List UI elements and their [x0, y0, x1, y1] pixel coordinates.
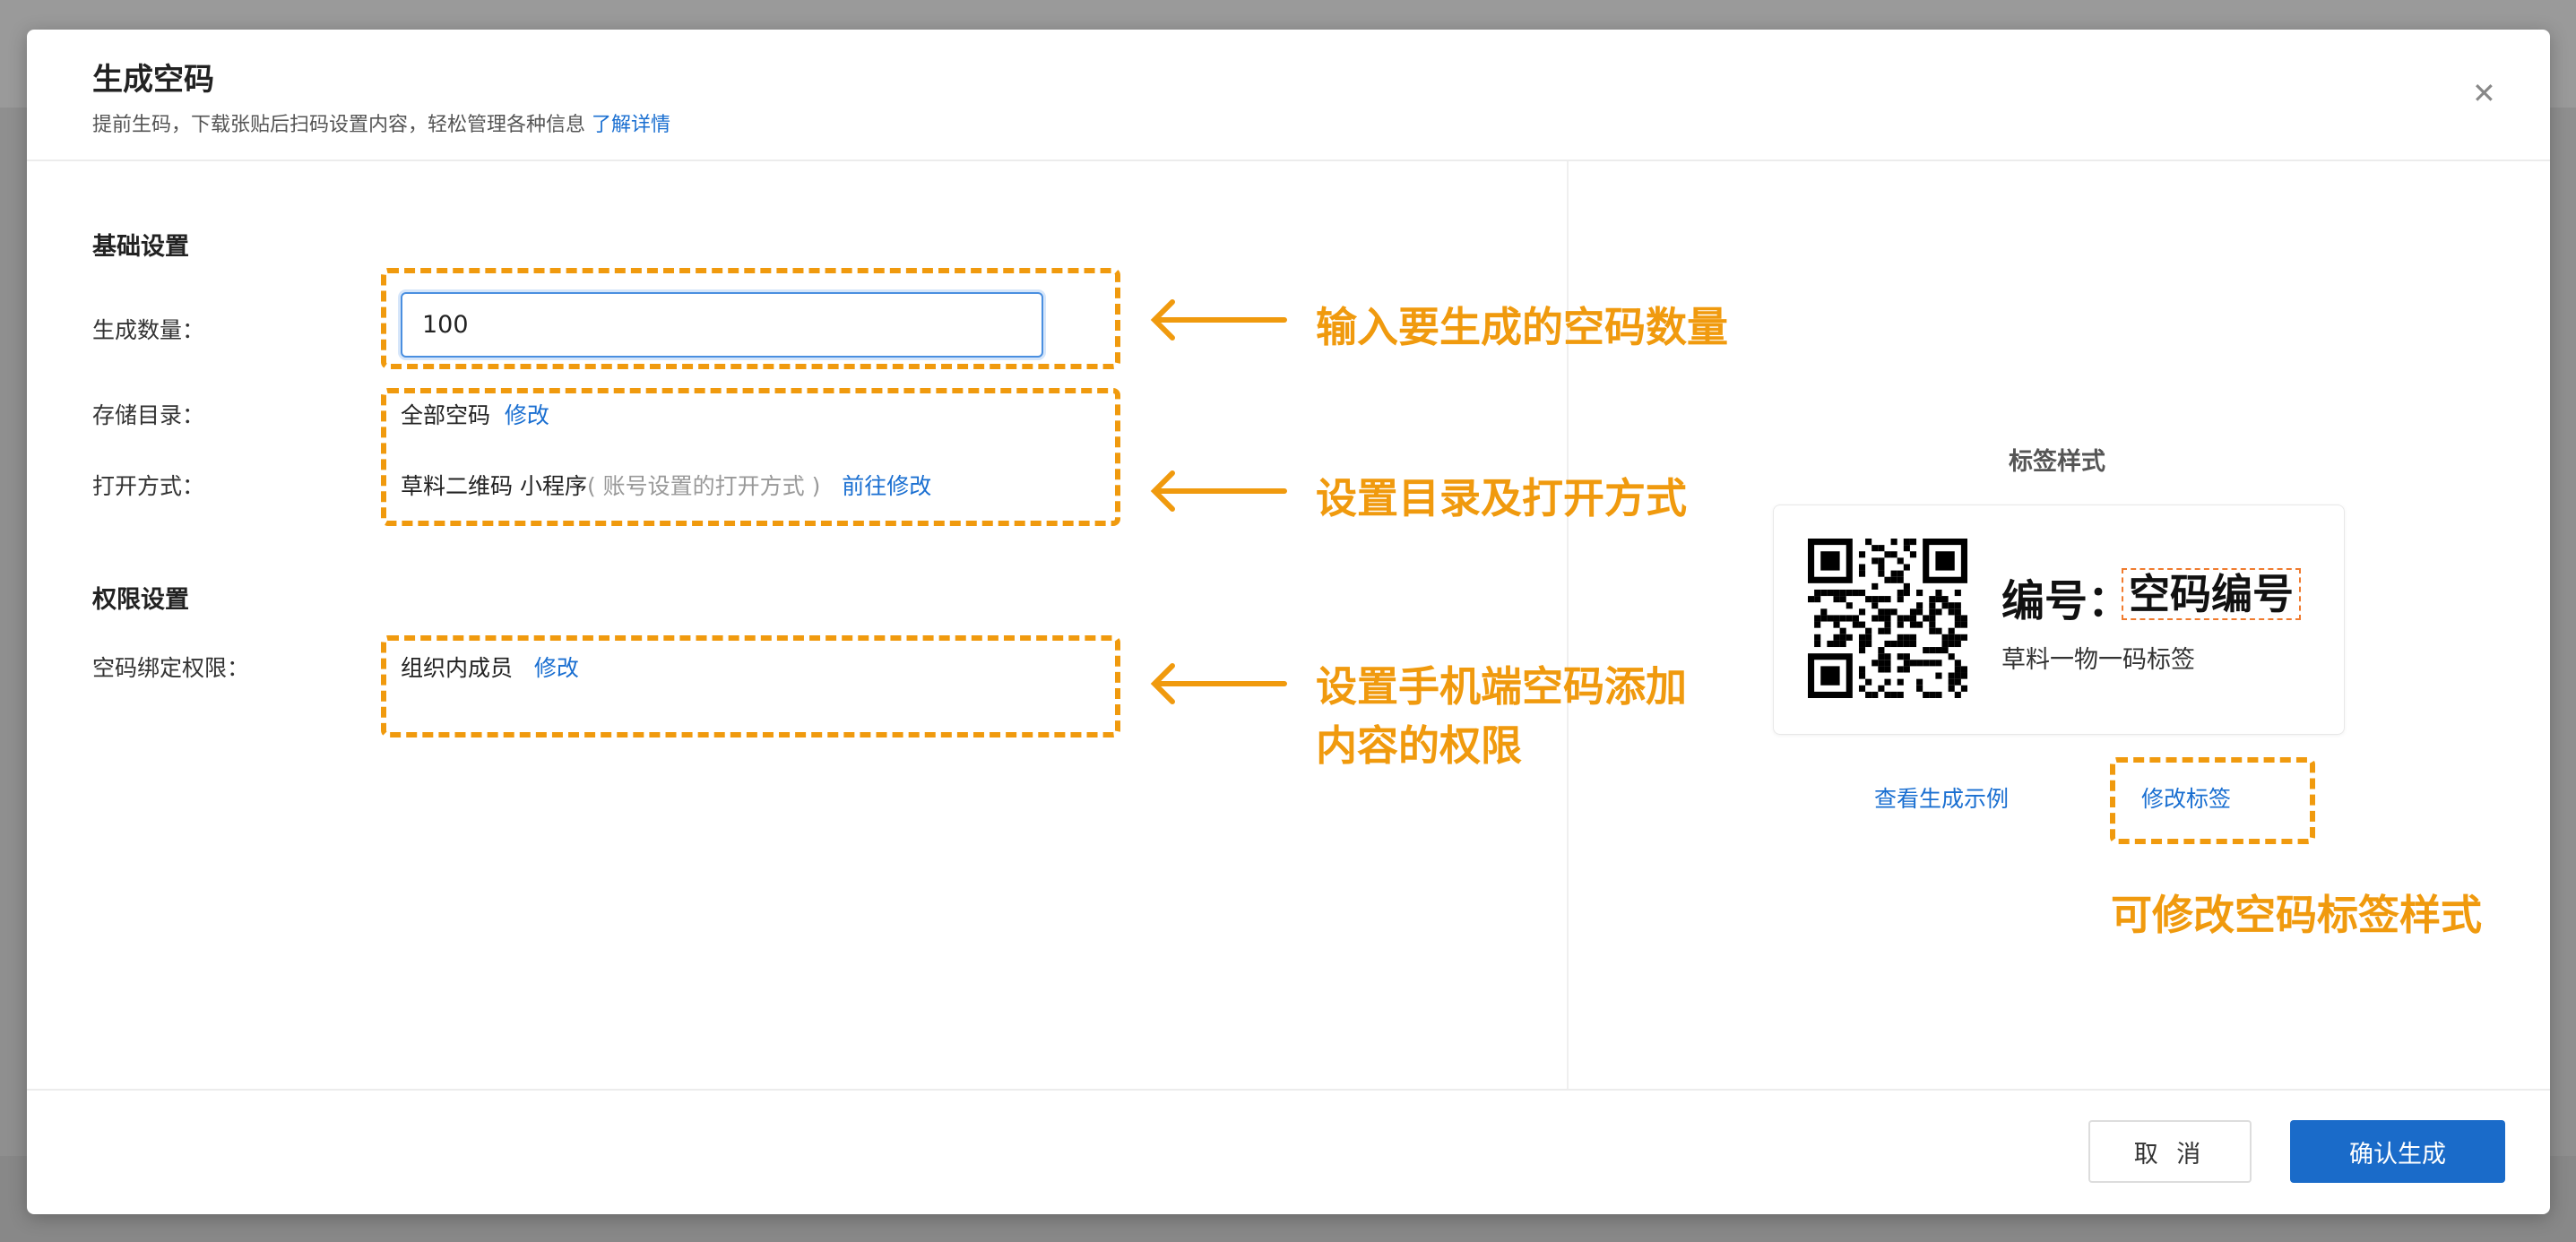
directory-label: 存储目录： — [92, 402, 205, 428]
dialog-title: 生成空码 — [92, 62, 214, 98]
directory-value-row: 全部空码 修改 — [401, 398, 549, 430]
basic-settings-title: 基础设置 — [92, 233, 189, 261]
quantity-label: 生成数量： — [92, 317, 205, 343]
annotation-box-directory — [381, 388, 1120, 526]
header-divider — [27, 160, 2550, 161]
panel-divider — [1567, 161, 1569, 1089]
learn-more-link[interactable]: 了解详情 — [592, 114, 671, 136]
open-method-label: 打开方式： — [92, 473, 205, 499]
annotation-directory: 设置目录及打开方式 — [1316, 474, 1687, 522]
open-method-row: 草料二维码 小程序( 账号设置的打开方式 ) 前往修改 — [401, 469, 931, 501]
arrow-left-icon — [1150, 470, 1287, 512]
bind-permission-edit-link[interactable]: 修改 — [533, 655, 579, 681]
subtitle-text: 提前生码，下载张贴后扫码设置内容，轻松管理各种信息 — [92, 114, 586, 136]
bind-permission-row: 组织内成员 修改 — [401, 651, 579, 683]
bind-permission-value: 组织内成员 — [401, 655, 514, 681]
label-preview-card: 编号： 空码编号 草料一物一码标签 — [1773, 505, 2345, 735]
annotation-permission-2: 内容的权限 — [1316, 721, 1522, 770]
arrow-left-icon — [1150, 299, 1287, 341]
open-method-hint: ( 账号设置的打开方式 ) — [586, 473, 821, 499]
qr-code-icon — [1808, 539, 1967, 698]
footer-divider — [27, 1089, 2550, 1091]
directory-value: 全部空码 — [401, 402, 491, 428]
annotation-quantity: 输入要生成的空码数量 — [1316, 303, 1728, 351]
label-number-prefix: 编号： — [2001, 576, 2131, 626]
label-style-title: 标签样式 — [2009, 448, 2105, 476]
cancel-button[interactable]: 取 消 — [2088, 1120, 2252, 1183]
edit-label-link[interactable]: 修改标签 — [2141, 786, 2232, 812]
directory-edit-link[interactable]: 修改 — [504, 402, 549, 428]
annotation-label: 可修改空码标签样式 — [2111, 891, 2482, 939]
confirm-generate-button[interactable]: 确认生成 — [2290, 1120, 2505, 1183]
arrow-left-icon — [1150, 663, 1287, 704]
bind-permission-label: 空码绑定权限： — [92, 655, 250, 681]
view-example-link[interactable]: 查看生成示例 — [1874, 786, 2010, 812]
generate-blank-code-dialog: 生成空码 提前生码，下载张贴后扫码设置内容，轻松管理各种信息 了解详情 ✕ 基础… — [27, 30, 2550, 1214]
open-method-value: 草料二维码 小程序 — [401, 473, 587, 499]
permission-settings-title: 权限设置 — [92, 586, 189, 614]
annotation-box-permission — [381, 635, 1120, 737]
annotation-permission-1: 设置手机端空码添加 — [1316, 662, 1687, 711]
open-method-edit-link[interactable]: 前往修改 — [842, 473, 932, 499]
label-number-placeholder: 空码编号 — [2122, 568, 2301, 620]
annotation-box-quantity — [381, 268, 1120, 369]
label-caption: 草料一物一码标签 — [2001, 646, 2195, 674]
quantity-input[interactable] — [401, 292, 1043, 358]
annotation-box-edit-label — [2110, 757, 2315, 844]
close-icon[interactable]: ✕ — [2472, 76, 2496, 110]
dialog-subtitle: 提前生码，下载张贴后扫码设置内容，轻松管理各种信息 了解详情 — [92, 108, 670, 137]
